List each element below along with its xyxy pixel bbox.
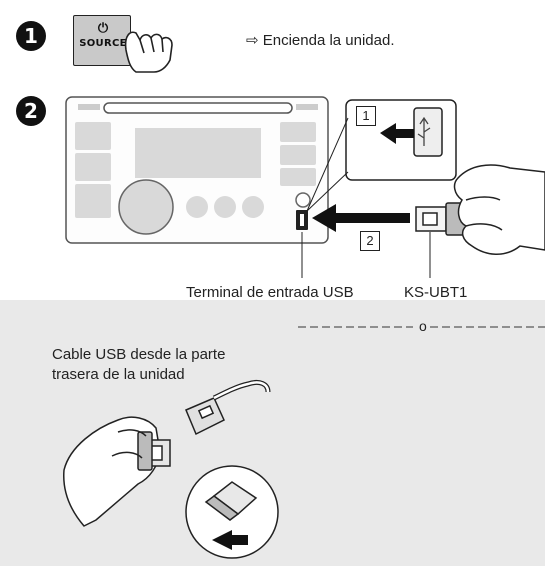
adapter-zoom-circle [185,465,279,559]
cable-connector-illustration [185,379,271,436]
step-1-instruction: ⇨ Encienda la unidad. [246,32,395,49]
or-separator-text: o [419,318,427,334]
head-unit-illustration [65,96,329,244]
step-1-badge: 1 [16,21,46,51]
callout-box-2: 2 [360,231,380,251]
step-2-badge: 2 [16,96,46,126]
source-button-label: SOURCE [79,38,127,49]
usb-adapter-illustration [415,164,545,255]
pressing-hand-illustration [124,31,173,73]
cable-caption-line-1: Cable USB desde la parte [52,346,226,363]
callout-box-1: 1 [356,106,376,126]
usb-port-zoom-callout [306,99,457,212]
usb-terminal-label: Terminal de entrada USB [186,284,354,301]
cable-caption-line-2: trasera de la unidad [52,366,185,383]
source-button: ⏻ SOURCE [73,15,131,66]
power-icon: ⏻ [97,21,109,36]
insert-arrow-small-icon [380,123,414,144]
insert-arrow-large-icon [312,204,410,232]
or-separator-line [298,326,545,328]
adapter-label: KS-UBT1 [404,284,468,301]
holding-hand-illustration [63,416,171,527]
